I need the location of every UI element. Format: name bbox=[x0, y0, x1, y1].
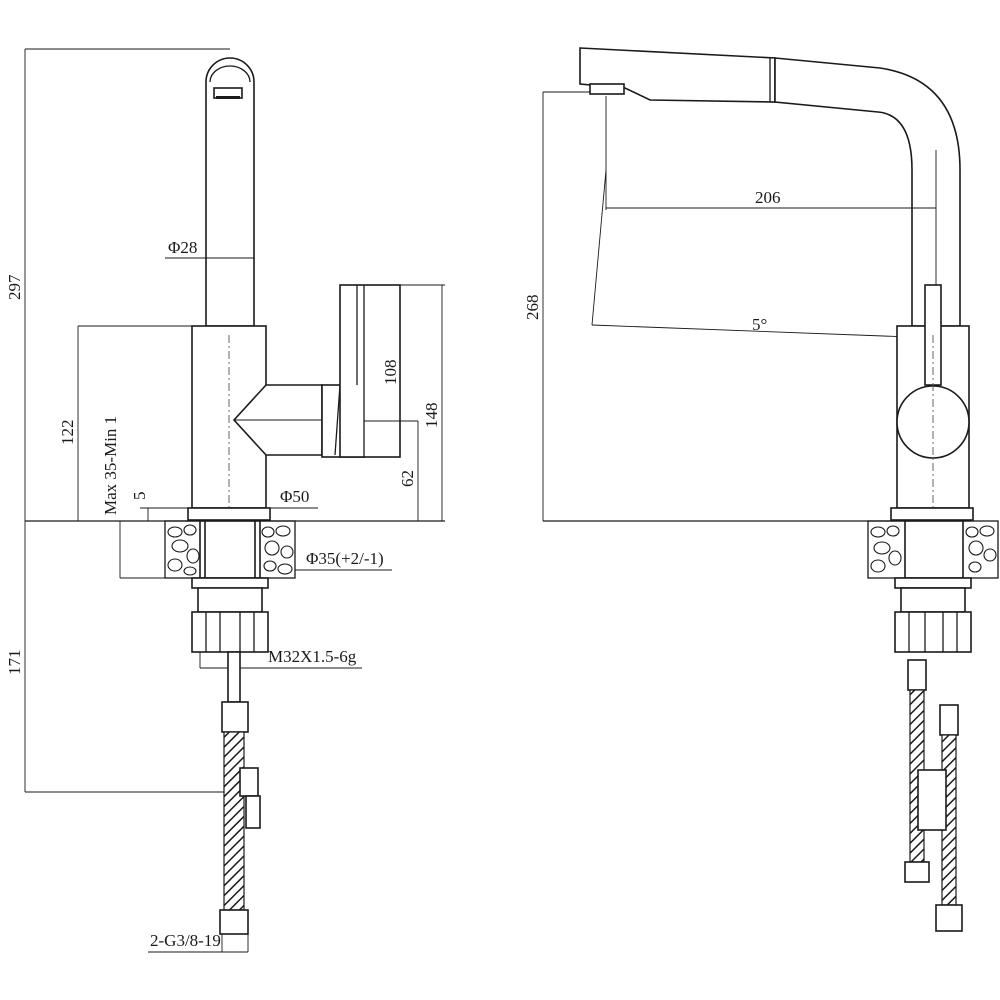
left-view: 297 Φ28 bbox=[5, 48, 445, 953]
dim-122-label: 122 bbox=[58, 420, 77, 446]
dimension-108: 108 bbox=[364, 284, 445, 422]
dim-297-label: 297 bbox=[5, 274, 24, 300]
dim-62-label: 62 bbox=[398, 470, 417, 487]
dim-171-label: 171 bbox=[5, 650, 24, 676]
mounting-assembly bbox=[191, 577, 269, 653]
dim-268-label: 268 bbox=[523, 295, 542, 321]
dimension-148: 148 bbox=[422, 285, 443, 521]
dim-thread-label: M32X1.5-6g bbox=[268, 647, 357, 666]
dim-phi50-label: Φ50 bbox=[280, 487, 309, 506]
dim-5-label: 5 bbox=[130, 492, 149, 501]
faucet-body-right bbox=[890, 284, 974, 610]
lever-handle bbox=[232, 284, 401, 458]
dimension-phi50: Φ50 bbox=[270, 487, 318, 509]
dimension-206: 206 bbox=[605, 96, 937, 300]
spout-head bbox=[205, 57, 255, 327]
dim-max-min-label: Max 35-Min 1 bbox=[101, 416, 120, 515]
dimension-171: 171 bbox=[5, 521, 240, 793]
dimension-hose-connection: 2-G3/8-19 bbox=[148, 931, 249, 953]
dimension-268: 268 bbox=[523, 91, 605, 521]
dim-phi35-label: Φ35(+2/-1) bbox=[306, 549, 384, 568]
dimension-phi28: Φ28 bbox=[165, 238, 254, 259]
pull-out-spout bbox=[579, 47, 961, 327]
mounting-assembly-right bbox=[894, 577, 972, 653]
dim-108-label: 108 bbox=[381, 360, 400, 386]
dim-angle-label: 5° bbox=[752, 315, 767, 334]
dimension-5: 5 bbox=[130, 492, 188, 521]
dimension-297: 297 bbox=[5, 48, 230, 521]
stone-hatching-right-view bbox=[870, 525, 997, 573]
dimension-phi35: Φ35(+2/-1) bbox=[295, 549, 392, 571]
right-view: 268 206 5° bbox=[523, 47, 999, 932]
supply-hoses-right bbox=[904, 659, 963, 932]
stone-hatching-left bbox=[167, 524, 200, 576]
dim-hose-label: 2-G3/8-19 bbox=[150, 931, 221, 950]
dimension-62: 62 bbox=[398, 421, 419, 521]
dimension-thread: M32X1.5-6g bbox=[199, 647, 362, 669]
dim-206-label: 206 bbox=[755, 188, 781, 207]
dim-148-label: 148 bbox=[422, 403, 441, 429]
countertop-section-right bbox=[867, 520, 999, 579]
dimension-angle: 5° bbox=[591, 169, 937, 339]
dim-phi28-label: Φ28 bbox=[168, 238, 197, 257]
dimension-max-min: Max 35-Min 1 bbox=[101, 416, 165, 579]
stone-hatching-right bbox=[261, 525, 294, 575]
supply-hoses bbox=[219, 651, 261, 935]
countertop-section bbox=[164, 520, 296, 579]
dimension-122: 122 bbox=[58, 325, 192, 521]
